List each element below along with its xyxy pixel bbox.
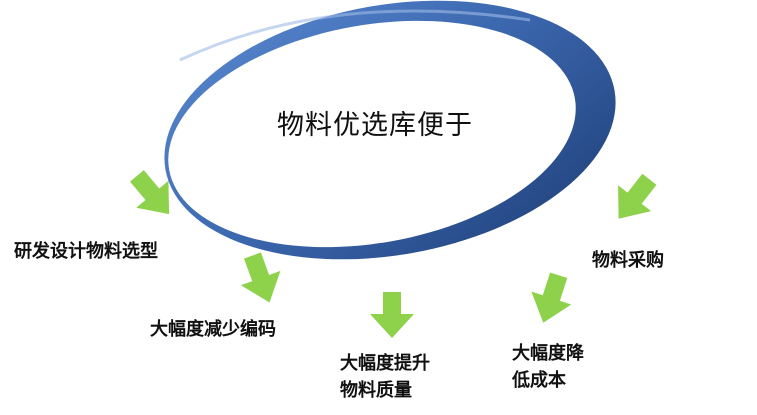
benefit-label-reduce-coding: 大幅度减少编码 (150, 319, 276, 340)
green-down-arrow-icon (531, 272, 572, 323)
benefit-label-improve-quality: 大幅度提升 物料质量 (340, 350, 430, 404)
benefit-label-procurement: 物料采购 (592, 250, 664, 271)
green-down-arrow-icon (618, 173, 657, 219)
green-down-arrow-icon (130, 170, 170, 215)
ring-inner (168, 20, 576, 248)
benefit-label-reduce-cost: 大幅度降 低成本 (512, 340, 584, 394)
benefit-label-line: 低成本 (512, 370, 566, 391)
green-down-arrow-icon (240, 252, 281, 303)
benefit-label-design-selection: 研发设计物料选型 (14, 241, 158, 262)
benefit-label-line: 大幅度提升 (340, 353, 430, 374)
center-title: 物料优选库便于 (277, 110, 473, 141)
green-down-arrow-icon (370, 292, 414, 338)
ring-rim-highlight (179, 9, 531, 62)
benefit-label-line: 大幅度降 (512, 343, 584, 364)
benefit-label-line: 物料质量 (340, 380, 412, 401)
